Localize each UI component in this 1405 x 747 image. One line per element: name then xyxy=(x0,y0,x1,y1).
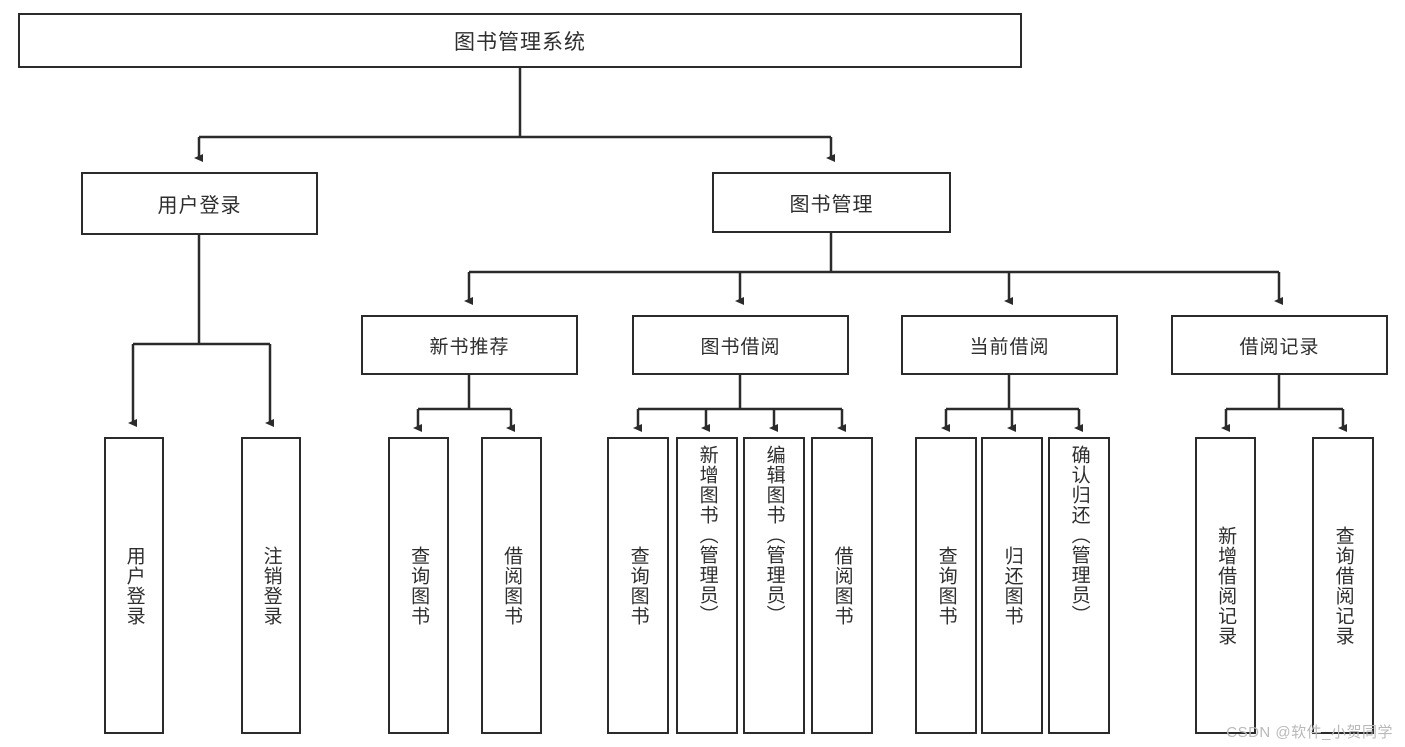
node-root[interactable]: 图书管理系统 xyxy=(18,13,1022,68)
leaf-borrow-records-2[interactable]: 查询借阅记录 xyxy=(1312,437,1374,734)
leaf-book-borrow-1-label: 查询图书 xyxy=(627,545,649,626)
node-new-book-recommend-label: 新书推荐 xyxy=(429,336,510,358)
leaf-current-borrow-3[interactable]: 确认归还（管理员） xyxy=(1048,437,1110,734)
leaf-book-borrow-2[interactable]: 新增图书（管理员） xyxy=(676,437,738,734)
node-user-login[interactable]: 用户登录 xyxy=(81,172,318,235)
leaf-user-login-2[interactable]: 注销登录 xyxy=(241,437,301,734)
leaf-book-borrow-4[interactable]: 借阅图书 xyxy=(811,437,873,734)
leaf-current-borrow-2-label: 归还图书 xyxy=(1001,545,1023,626)
node-borrow-records-label: 借阅记录 xyxy=(1239,336,1320,358)
node-current-borrow[interactable]: 当前借阅 xyxy=(901,315,1118,375)
node-book-borrow[interactable]: 图书借阅 xyxy=(632,315,849,375)
leaf-book-borrow-4-label: 借阅图书 xyxy=(831,545,853,626)
node-book-borrow-label: 图书借阅 xyxy=(700,336,781,358)
leaf-current-borrow-1[interactable]: 查询图书 xyxy=(915,437,977,734)
leaf-borrow-records-1-label: 新增借阅记录 xyxy=(1215,525,1237,646)
leaf-new-book-2[interactable]: 借阅图书 xyxy=(481,437,542,734)
leaf-borrow-records-2-label: 查询借阅记录 xyxy=(1332,525,1354,646)
watermark: CSDN @软件_小贺同学 xyxy=(1226,724,1393,741)
node-book-management[interactable]: 图书管理 xyxy=(712,172,951,233)
leaf-book-borrow-3-label: 编辑图书（管理员） xyxy=(763,445,785,625)
leaf-book-borrow-1[interactable]: 查询图书 xyxy=(607,437,669,734)
leaf-user-login-2-label: 注销登录 xyxy=(260,545,282,626)
node-borrow-records[interactable]: 借阅记录 xyxy=(1171,315,1388,375)
node-new-book-recommend[interactable]: 新书推荐 xyxy=(361,315,578,375)
leaf-user-login-1-label: 用户登录 xyxy=(123,545,145,626)
leaf-new-book-2-label: 借阅图书 xyxy=(501,545,523,626)
node-root-label: 图书管理系统 xyxy=(454,30,586,54)
leaf-new-book-1-label: 查询图书 xyxy=(408,545,430,626)
leaf-current-borrow-1-label: 查询图书 xyxy=(935,545,957,626)
leaf-book-borrow-3[interactable]: 编辑图书（管理员） xyxy=(743,437,805,734)
leaf-current-borrow-2[interactable]: 归还图书 xyxy=(981,437,1043,734)
leaf-current-borrow-3-label: 确认归还（管理员） xyxy=(1068,445,1090,625)
leaf-new-book-1[interactable]: 查询图书 xyxy=(388,437,449,734)
node-user-login-label: 用户登录 xyxy=(157,195,242,217)
node-book-management-label: 图书管理 xyxy=(789,194,874,216)
leaf-borrow-records-1[interactable]: 新增借阅记录 xyxy=(1195,437,1256,734)
leaf-book-borrow-2-label: 新增图书（管理员） xyxy=(696,445,718,625)
leaf-user-login-1[interactable]: 用户登录 xyxy=(104,437,164,734)
node-current-borrow-label: 当前借阅 xyxy=(969,336,1050,358)
